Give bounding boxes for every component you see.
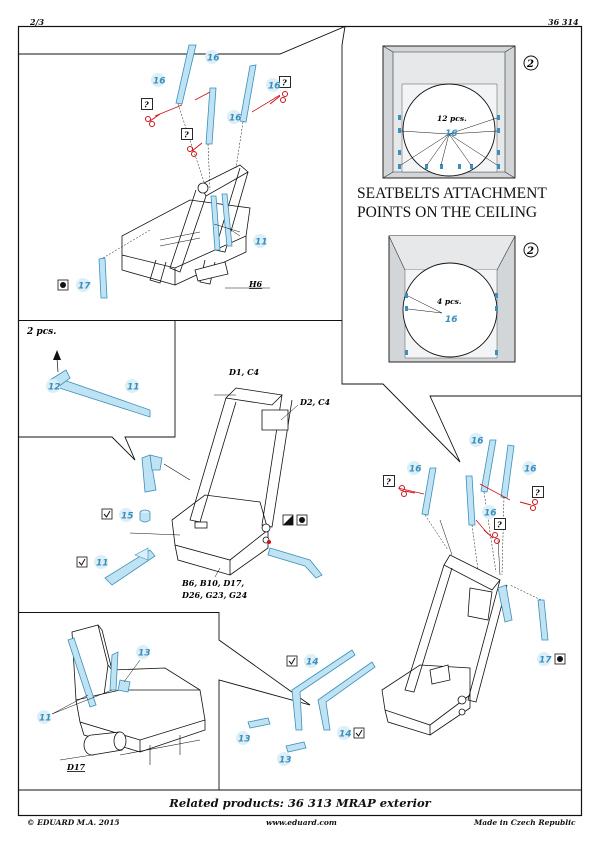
- belt-right-mid: [267, 547, 323, 579]
- unknown-part-label: ?: [535, 488, 540, 498]
- unknown-part-label: ?: [144, 100, 149, 110]
- qty-label: 12 pcs.: [437, 114, 467, 123]
- unknown-part-label: ?: [386, 477, 391, 487]
- qty-label: 4 pcs.: [437, 297, 462, 306]
- paint-icon: [554, 653, 566, 665]
- part-number: 16: [471, 437, 484, 447]
- part-11-strap: [94, 547, 156, 586]
- seat-bottom-left: [59, 624, 206, 765]
- part-number: 16: [409, 465, 422, 475]
- part-number: 16: [484, 509, 497, 519]
- scissors-icon: [399, 485, 538, 544]
- part-15: [119, 508, 151, 523]
- part-ref: D1, C4: [228, 367, 259, 377]
- part-number: 16: [445, 129, 458, 139]
- part-number: 16: [153, 77, 166, 87]
- page-number: 2/3: [30, 17, 45, 27]
- ceiling-title-line2: POINTS ON THE CEILING: [357, 204, 537, 221]
- part-callouts-right: [407, 433, 551, 666]
- seat-middle: [129, 387, 299, 578]
- seat-right: [381, 519, 508, 736]
- website-link[interactable]: www.eduard.com: [266, 818, 337, 827]
- part-number: 11: [127, 383, 140, 393]
- kit-code: 36 314: [548, 17, 579, 27]
- part-number: 13: [238, 735, 251, 745]
- part-number: 11: [96, 559, 109, 569]
- part-ref: B6, B10, D17,: [181, 578, 244, 588]
- part-number: 16: [207, 54, 220, 64]
- check-icon: [286, 655, 365, 739]
- belts-bottom-left: [37, 637, 150, 724]
- step-badge: 2: [526, 59, 534, 70]
- check-icon: [76, 508, 113, 568]
- paint-icon: [282, 514, 308, 526]
- seatbelt-parts-top: [98, 44, 281, 299]
- part-number: 13: [279, 756, 292, 766]
- part-ref: D26, G23, G24: [181, 590, 248, 600]
- made-in: Made in Czech Republic: [474, 818, 576, 827]
- seatbelt-parts-right: [397, 439, 549, 641]
- unknown-part-label: ?: [497, 520, 502, 530]
- ceiling-view-bottom: 4 pcs. 16 2: [388, 235, 539, 363]
- part-ref-h6: H6: [248, 279, 263, 289]
- part-number: 14: [306, 658, 319, 668]
- seat-top-left: [121, 164, 270, 289]
- part-number: 16: [229, 114, 242, 124]
- part-number: 12: [48, 383, 61, 393]
- part-number: 11: [255, 238, 268, 248]
- part-number: 13: [138, 649, 151, 659]
- belt-assembly-inset: [46, 350, 151, 418]
- unknown-part-label: ?: [184, 130, 189, 140]
- unknown-part-label: ?: [282, 78, 287, 88]
- strap-parts-14: [236, 649, 376, 766]
- part-number: 15: [121, 512, 134, 522]
- part-number: 17: [539, 656, 552, 666]
- part-number: 16: [268, 82, 281, 92]
- ceiling-title-line1: SEATBELTS ATTACHMENT: [357, 185, 547, 202]
- unknown-part-icon: [383, 475, 544, 530]
- part-ref: D2, C4: [299, 397, 330, 407]
- part-ref-d17: D17: [66, 762, 86, 772]
- part-number: 16: [445, 315, 458, 325]
- step-badge: 2: [526, 246, 534, 257]
- buckle-part: [141, 454, 191, 493]
- part-number: 17: [78, 282, 91, 292]
- inset-qty: 2 pcs.: [26, 327, 56, 337]
- copyright: © EDUARD M.A. 2015: [27, 818, 120, 827]
- paint-icon: [57, 279, 69, 291]
- scissors-icon: [145, 91, 288, 157]
- part-number: 11: [39, 714, 52, 724]
- part-number: 16: [524, 465, 537, 475]
- part-number: 14: [339, 730, 352, 740]
- part-callouts-top: [76, 50, 280, 292]
- related-products: Related products: 36 313 MRAP exterior: [169, 796, 431, 810]
- ceiling-view-top: 12 pcs. 16 2: [382, 45, 539, 179]
